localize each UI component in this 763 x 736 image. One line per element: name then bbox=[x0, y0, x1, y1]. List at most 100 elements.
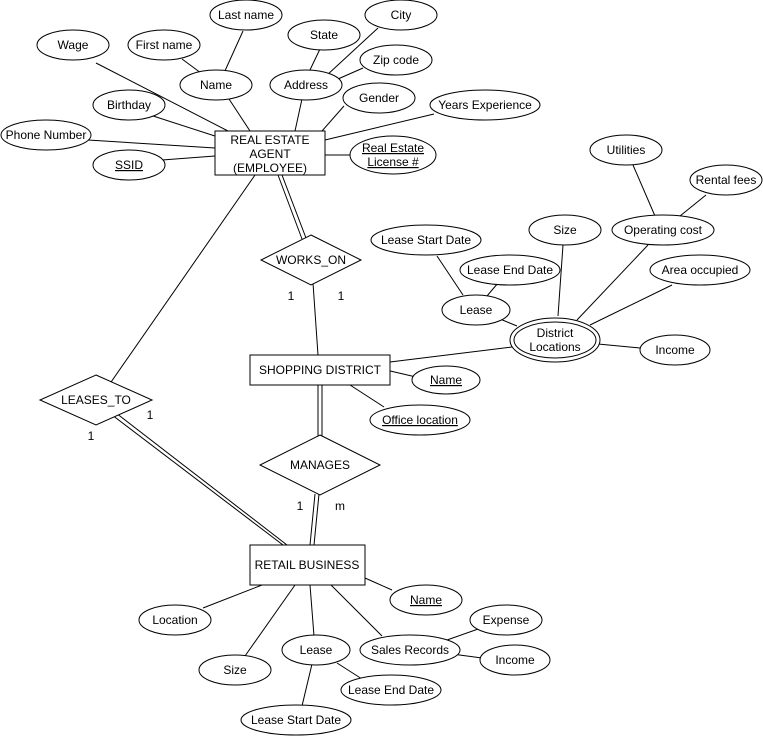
svg-text:Last name: Last name bbox=[218, 8, 274, 22]
attr-zip-code[interactable]: Zip code bbox=[359, 44, 433, 76]
attr-district-lease[interactable]: Lease bbox=[441, 294, 511, 326]
svg-text:Lease End Date: Lease End Date bbox=[348, 683, 434, 697]
attr-district-income[interactable]: Income bbox=[639, 334, 711, 366]
attr-wage[interactable]: Wage bbox=[36, 29, 110, 61]
line-dl-income bbox=[597, 343, 641, 349]
agent-label-line1: REAL ESTATE bbox=[230, 133, 309, 147]
attr-location[interactable]: Location bbox=[138, 604, 212, 636]
svg-text:Zip code: Zip code bbox=[373, 53, 419, 67]
line-state bbox=[308, 48, 321, 73]
svg-text:Expense: Expense bbox=[483, 613, 530, 627]
line-leases-retail-b bbox=[115, 412, 288, 546]
line-rb-lease bbox=[309, 584, 315, 637]
attr-name[interactable]: Name bbox=[179, 69, 253, 101]
line-dl-size bbox=[557, 244, 564, 317]
attr-business-lease-start[interactable]: Lease Start Date bbox=[240, 704, 352, 736]
entity-real-estate-agent[interactable]: REAL ESTATE AGENT (EMPLOYEE) bbox=[214, 130, 326, 176]
relationship-works-on[interactable]: WORKS_ON bbox=[259, 234, 363, 286]
line-rb-lease-start bbox=[301, 663, 313, 707]
line-district-locations bbox=[389, 346, 513, 363]
svg-text:Area occupied: Area occupied bbox=[662, 263, 739, 277]
svg-text:Gender: Gender bbox=[359, 91, 399, 105]
attr-last-name[interactable]: Last name bbox=[209, 0, 283, 31]
line-agent-works-on-a bbox=[277, 174, 303, 240]
svg-text:SSID: SSID bbox=[115, 158, 143, 172]
line-city bbox=[325, 27, 379, 77]
line-utilities bbox=[632, 164, 656, 217]
attr-utilities[interactable]: Utilities bbox=[589, 134, 663, 166]
attr-district-name-key[interactable]: Name bbox=[411, 365, 481, 395]
entity-retail-business[interactable]: RETAIL BUSINESS bbox=[249, 544, 366, 586]
cardinality-works-on-left: 1 bbox=[288, 289, 295, 303]
line-district-name bbox=[385, 369, 417, 378]
line-works-on-district bbox=[312, 282, 319, 356]
line-manages-retail-a bbox=[309, 493, 316, 546]
attr-district-size[interactable]: Size bbox=[528, 214, 602, 246]
attr-ssid-key[interactable]: SSID bbox=[92, 149, 166, 181]
attr-license-key[interactable]: Real Estate License # bbox=[349, 135, 437, 175]
line-lease-start bbox=[436, 255, 464, 296]
attr-rental-fees[interactable]: Rental fees bbox=[689, 164, 763, 196]
attr-sales-records[interactable]: Sales Records bbox=[359, 634, 461, 666]
svg-text:Lease: Lease bbox=[460, 303, 493, 317]
attr-phone-number[interactable]: Phone Number bbox=[0, 119, 92, 151]
attr-operating-cost[interactable]: Operating cost bbox=[611, 214, 715, 246]
line-office-location bbox=[349, 384, 385, 408]
svg-text:Phone Number: Phone Number bbox=[6, 128, 87, 142]
svg-text:Lease Start Date: Lease Start Date bbox=[251, 713, 341, 727]
line-agent-works-on-b bbox=[281, 174, 307, 239]
attr-business-lease-end[interactable]: Lease End Date bbox=[340, 674, 442, 706]
line-lease-end bbox=[486, 282, 499, 297]
leases-to-label: LEASES_TO bbox=[61, 393, 131, 407]
relationship-leases-to[interactable]: LEASES_TO bbox=[38, 374, 154, 426]
attr-district-locations-multivalued[interactable]: District Locations bbox=[509, 317, 601, 363]
line-rb-size bbox=[244, 584, 296, 657]
svg-text:Name: Name bbox=[410, 593, 442, 607]
attr-area-occupied[interactable]: Area occupied bbox=[649, 254, 751, 286]
line-gender bbox=[321, 105, 345, 132]
line-manages-retail-b bbox=[313, 493, 320, 546]
line-address bbox=[294, 98, 303, 132]
connector-lines bbox=[87, 27, 707, 707]
svg-text:Office location: Office location bbox=[382, 413, 458, 427]
entity-shopping-district[interactable]: SHOPPING DISTRICT bbox=[249, 354, 391, 386]
attr-district-lease-end[interactable]: Lease End Date bbox=[459, 254, 561, 286]
retail-business-label: RETAIL BUSINESS bbox=[255, 558, 360, 572]
relationship-manages[interactable]: MANAGES bbox=[258, 434, 382, 496]
attr-address[interactable]: Address bbox=[269, 69, 343, 101]
svg-text:Birthday: Birthday bbox=[107, 98, 151, 112]
attr-business-income[interactable]: Income bbox=[479, 644, 551, 676]
attr-business-lease[interactable]: Lease bbox=[281, 634, 351, 666]
attr-expense[interactable]: Expense bbox=[469, 604, 543, 636]
line-rental-fees bbox=[679, 194, 707, 217]
attr-first-name[interactable]: First name bbox=[127, 29, 201, 61]
svg-text:State: State bbox=[310, 28, 338, 42]
line-zip bbox=[337, 67, 364, 80]
attr-business-name-key[interactable]: Name bbox=[389, 584, 463, 616]
svg-text:Locations: Locations bbox=[529, 340, 580, 354]
svg-text:City: City bbox=[391, 8, 412, 22]
attr-business-size[interactable]: Size bbox=[198, 654, 272, 686]
line-phone bbox=[87, 139, 216, 149]
svg-text:First name: First name bbox=[136, 38, 193, 52]
svg-text:Lease Start Date: Lease Start Date bbox=[381, 233, 471, 247]
svg-text:District: District bbox=[537, 326, 574, 340]
svg-text:License #: License # bbox=[367, 155, 419, 169]
shopping-district-label: SHOPPING DISTRICT bbox=[259, 363, 382, 377]
line-years bbox=[324, 113, 435, 141]
attr-office-location-key[interactable]: Office location bbox=[369, 404, 471, 436]
attr-city[interactable]: City bbox=[364, 0, 438, 31]
attr-state[interactable]: State bbox=[287, 19, 361, 51]
svg-text:Income: Income bbox=[495, 653, 535, 667]
attr-birthday[interactable]: Birthday bbox=[92, 89, 166, 121]
attr-years-experience[interactable]: Years Experience bbox=[429, 89, 541, 121]
svg-text:Name: Name bbox=[200, 78, 232, 92]
line-rb-sales bbox=[330, 584, 383, 637]
attr-district-lease-start[interactable]: Lease Start Date bbox=[370, 224, 482, 256]
attr-gender[interactable]: Gender bbox=[342, 82, 416, 114]
line-rb-location bbox=[202, 584, 263, 609]
svg-text:Address: Address bbox=[284, 78, 328, 92]
line-name bbox=[228, 98, 251, 132]
svg-text:Sales Records: Sales Records bbox=[371, 643, 449, 657]
